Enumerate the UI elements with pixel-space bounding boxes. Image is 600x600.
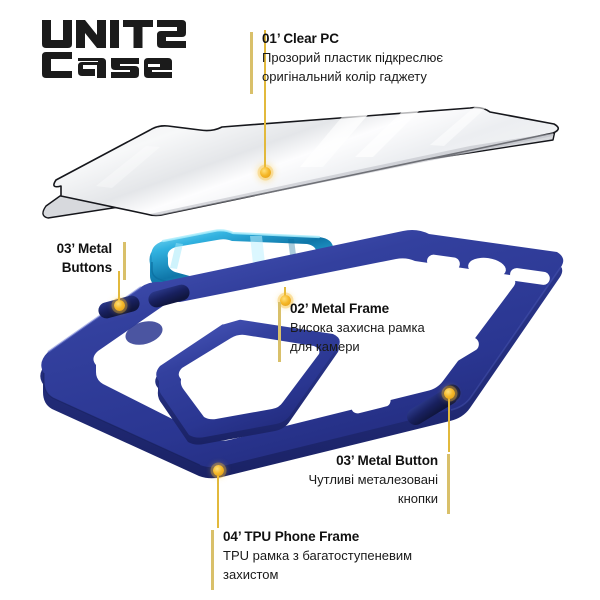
callout-desc-line-2: для камери	[290, 338, 360, 354]
callout-clear-pc: 01’ Clear PC Прозорий пластик підкреслює…	[250, 30, 486, 96]
callout-accent-bar	[250, 32, 253, 94]
callout-accent-bar	[123, 242, 126, 280]
callout-accent-bar	[447, 454, 450, 514]
callout-title-line-2: Buttons	[61, 259, 112, 275]
callout-desc-line-2: кнопки	[397, 490, 438, 506]
callout-desc-line-2: оригінальний колір гаджету	[262, 68, 427, 84]
brand-logo	[40, 18, 200, 80]
callout-title: 03’ Metal Button	[336, 453, 438, 468]
callout-desc-line-2: захистом	[223, 566, 279, 582]
callout-title: 02’ Metal Frame	[290, 301, 390, 316]
callout-metal-button: 03’ Metal Button Чутливі металезовані кн…	[250, 452, 450, 516]
callout-accent-bar	[278, 302, 281, 362]
callout-title: 01’ Clear PC	[262, 31, 339, 46]
tpu-bottom-cutouts	[351, 394, 391, 414]
callout-desc-line-1: Чутливі металезовані	[308, 472, 439, 488]
leader-lines	[118, 30, 450, 528]
marker-dot-metal-button	[443, 387, 455, 399]
tpu-top-cutouts	[427, 254, 550, 285]
volume-button-2	[148, 284, 190, 308]
callout-metal-frame: 02’ Metal Frame Висока захисна рамка для…	[278, 300, 498, 364]
callout-desc-line-1: TPU рамка з багатоступеневим	[223, 548, 413, 564]
callout-tpu-frame: 04’ TPU Phone Frame TPU рамка з багатост…	[211, 528, 479, 592]
callout-desc-line-1: Прозорий пластик підкреслює	[262, 50, 444, 66]
marker-dot-tpu-frame	[212, 464, 224, 476]
tpu-right-cutout	[439, 337, 479, 367]
callout-title: 04’ TPU Phone Frame	[223, 529, 360, 544]
tpu-left-cutouts	[125, 301, 261, 345]
clear-pc-panel	[42, 104, 560, 219]
callout-accent-bar	[211, 530, 214, 590]
callout-title-line-1: 03’ Metal	[56, 241, 112, 256]
callout-desc-line-1: Висока захисна рамка	[290, 320, 425, 336]
marker-dot-metal-frame	[279, 295, 291, 306]
marker-dot-clear-pc	[259, 166, 271, 178]
callout-metal-buttons: 03’ Metal Buttons	[20, 240, 126, 282]
marker-dot-metal-buttons	[113, 300, 125, 311]
unit2-case-logo-icon	[42, 20, 186, 78]
